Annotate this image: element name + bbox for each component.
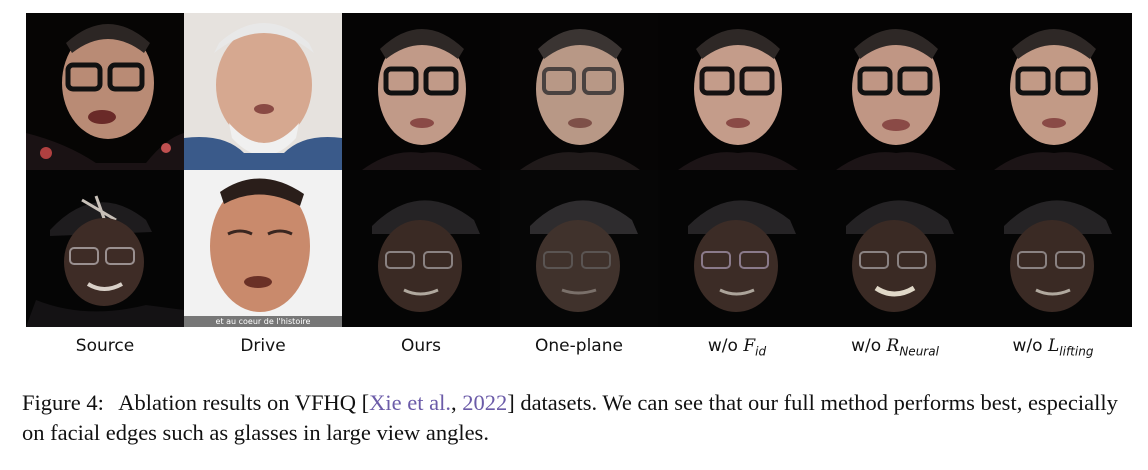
- citation-separator: ,: [450, 390, 463, 415]
- row2-one-plane-image: [500, 170, 658, 327]
- column-label-ours: Ours: [342, 336, 500, 356]
- column-label-text: Ours: [400, 336, 441, 356]
- row1-ours-image: [342, 13, 500, 170]
- column-label-math: F: [743, 336, 756, 356]
- row2-wo-llifting-image: [974, 170, 1132, 327]
- column-label-subscript: lifting: [1059, 344, 1094, 359]
- row2-drive-image: et au coeur de l'histoire: [184, 170, 342, 327]
- column-label-math: L: [1047, 336, 1060, 356]
- caption-text-before: Ablation results on VFHQ [: [118, 390, 370, 415]
- column-label-wo-fid: w/o Fid: [658, 336, 816, 358]
- figure-label: Figure 4:: [22, 390, 104, 415]
- column-label-subscript: id: [755, 344, 767, 359]
- column-label-one-plane: One-plane: [500, 336, 658, 356]
- figure-caption: Figure 4: Ablation results on VFHQ [Xie …: [22, 388, 1134, 448]
- column-label-text: Source: [75, 336, 135, 356]
- column-label-math: R: [886, 336, 900, 356]
- column-label-text: Drive: [240, 336, 286, 356]
- row1-wo-rneural-image: [816, 13, 974, 170]
- ablation-image-grid: et au coeur de l'histoire: [26, 13, 1132, 327]
- caption-text-after: ] datasets. We can see that our full met…: [22, 390, 1118, 445]
- citation-author-link[interactable]: Xie et al.: [369, 390, 451, 415]
- column-label-text: w/o: [707, 336, 744, 356]
- drive-watermark-text: et au coeur de l'histoire: [216, 317, 311, 326]
- row2-wo-fid-image: [658, 170, 816, 327]
- row2-source-image: [26, 170, 184, 327]
- row1-one-plane-image: [500, 13, 658, 170]
- row1-wo-fid-image: [658, 13, 816, 170]
- row1-drive-image: [184, 13, 342, 170]
- column-label-source: Source: [26, 336, 184, 356]
- column-label-subscript: Neural: [899, 344, 939, 359]
- column-label-wo-llifting: w/o Llifting: [974, 336, 1132, 358]
- citation-year-link[interactable]: 2022: [462, 390, 508, 415]
- column-label-wo-rneural: w/o RNeural: [816, 336, 974, 358]
- column-label-drive: Drive: [184, 336, 342, 356]
- column-label-text: One-plane: [535, 336, 623, 356]
- column-label-text: w/o: [851, 336, 887, 356]
- row2-wo-rneural-image: [816, 170, 974, 327]
- row1-wo-llifting-image: [974, 13, 1132, 170]
- row1-source-image: [26, 13, 184, 170]
- row2-ours-image: [342, 170, 500, 327]
- column-label-text: w/o: [1012, 336, 1048, 356]
